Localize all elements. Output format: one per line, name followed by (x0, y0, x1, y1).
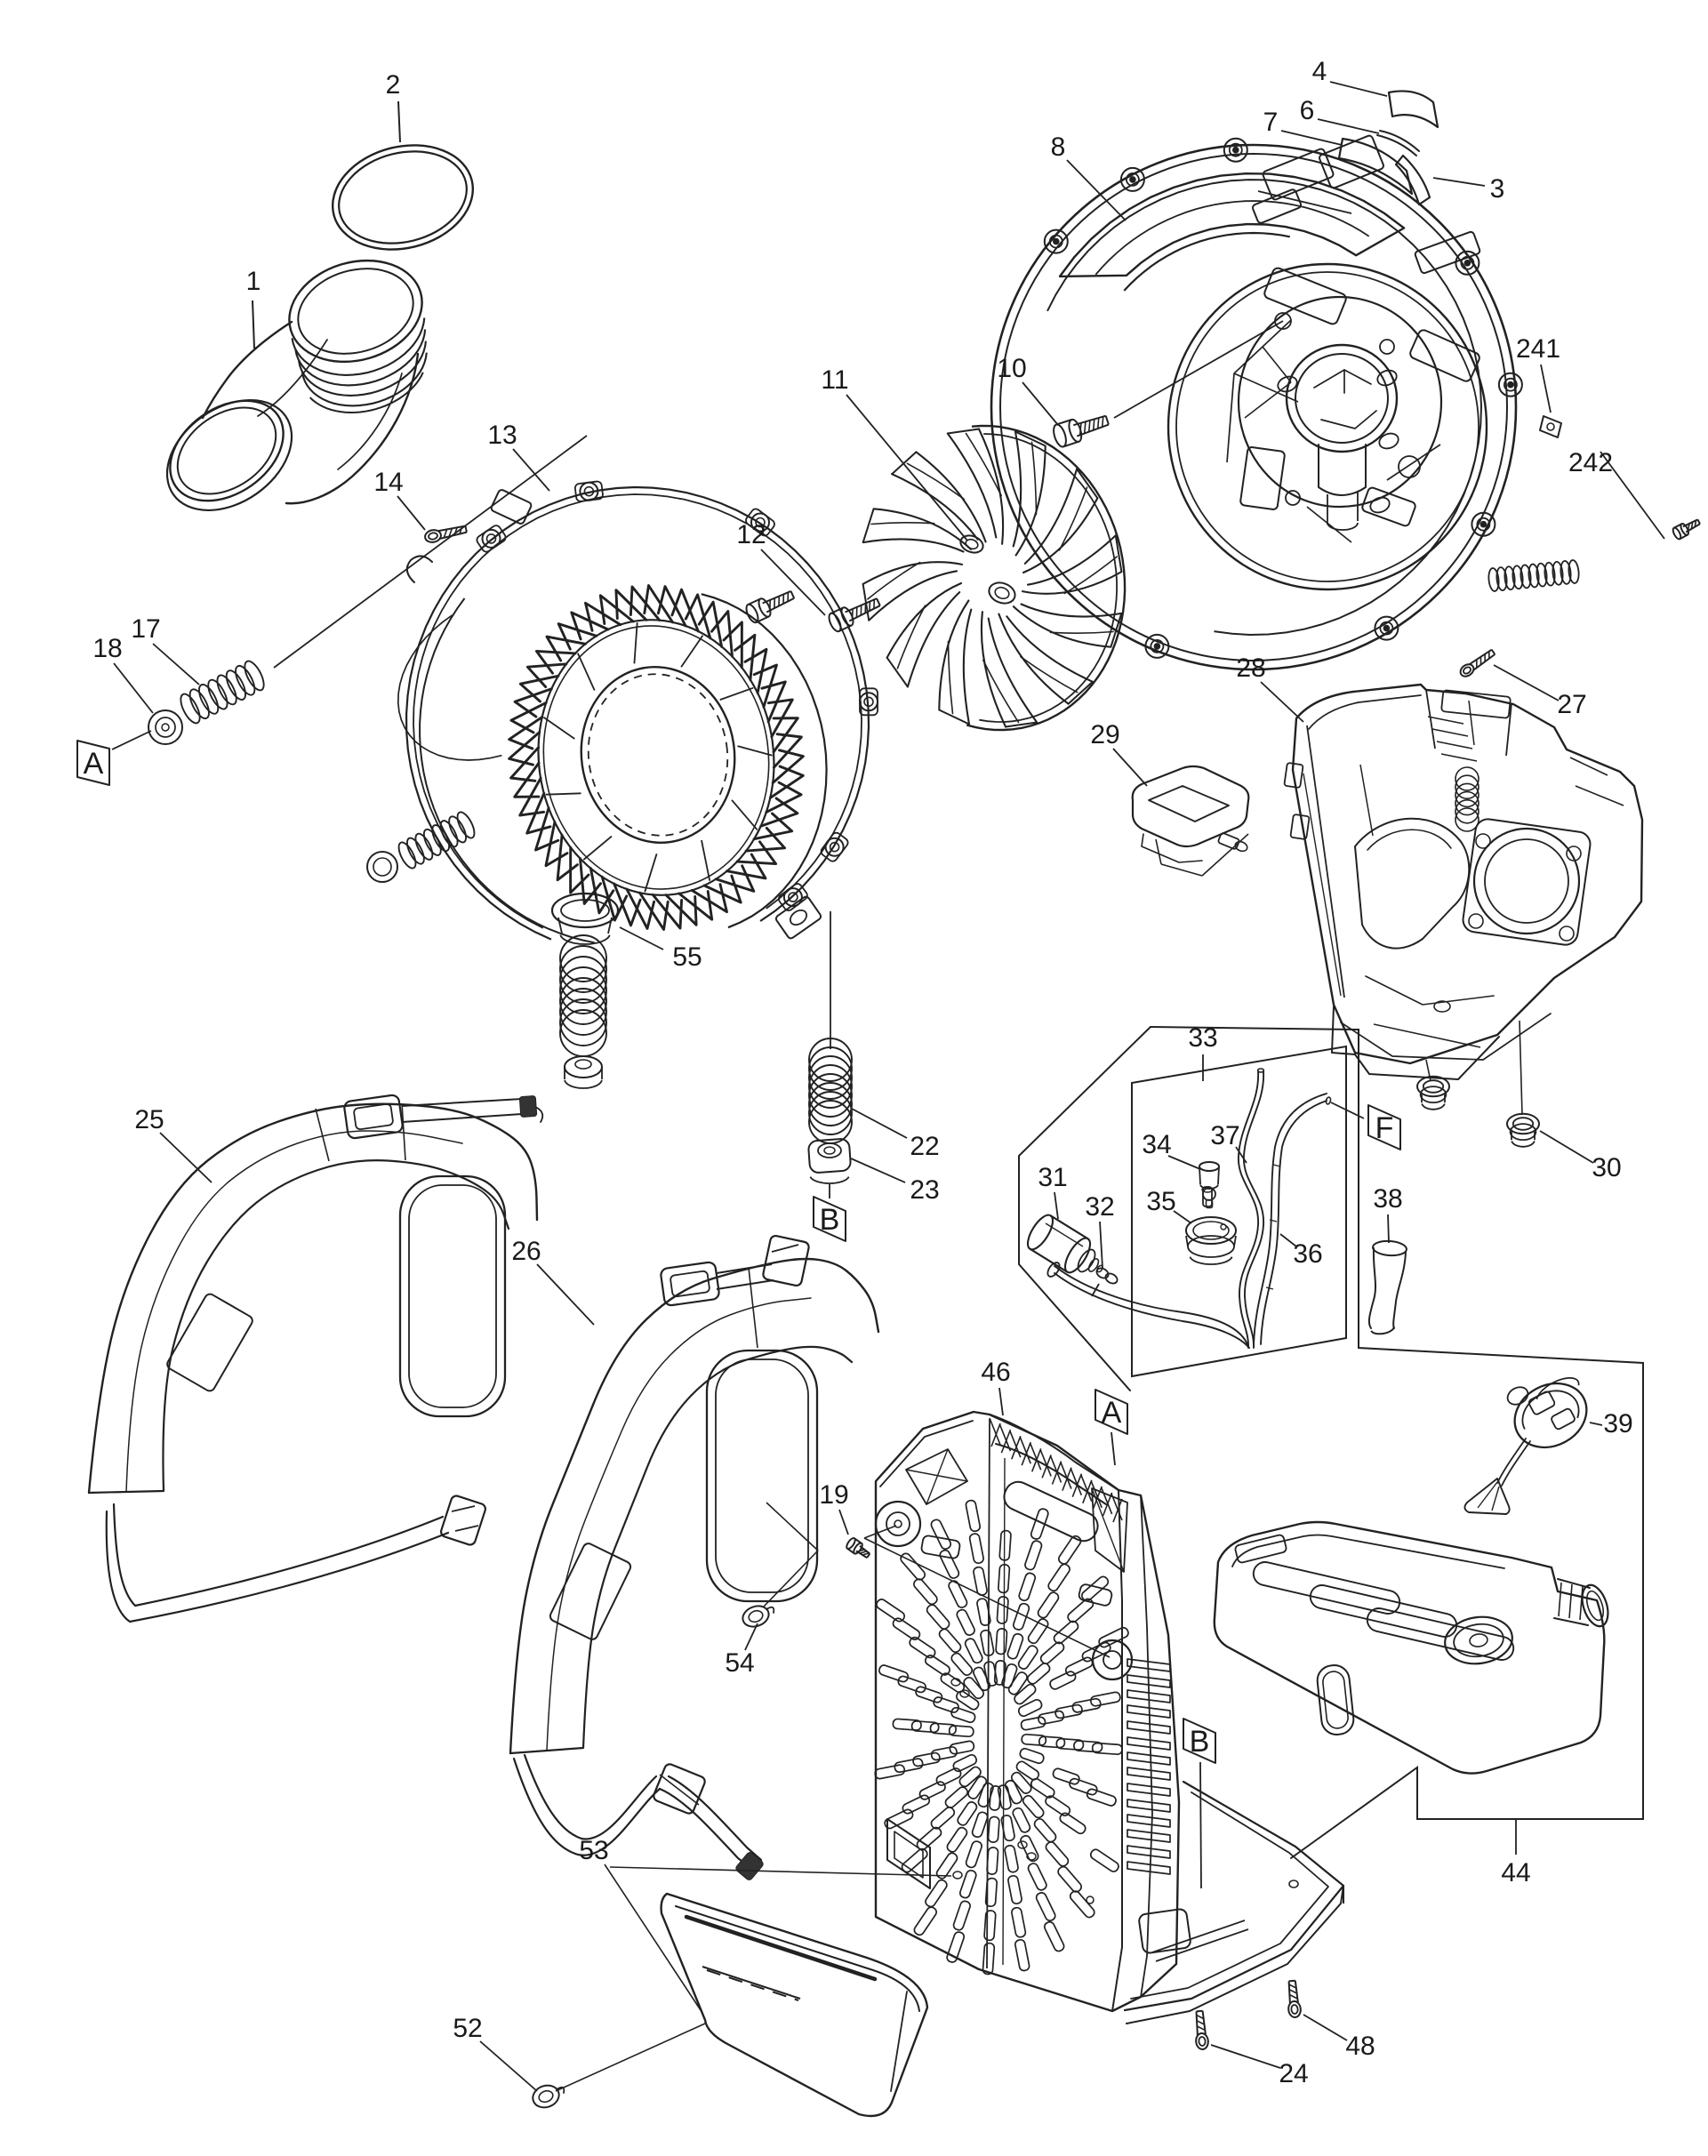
svg-text:22: 22 (910, 1132, 939, 1161)
svg-text:25: 25 (134, 1105, 164, 1134)
svg-text:B: B (1190, 1725, 1210, 1759)
svg-text:53: 53 (579, 1836, 608, 1865)
svg-text:28: 28 (1236, 653, 1265, 683)
svg-text:32: 32 (1085, 1192, 1114, 1222)
svg-text:1: 1 (246, 267, 261, 296)
svg-text:55: 55 (672, 942, 702, 972)
svg-text:38: 38 (1373, 1184, 1402, 1214)
svg-text:48: 48 (1345, 2032, 1375, 2061)
svg-text:12: 12 (736, 520, 766, 549)
svg-text:39: 39 (1603, 1409, 1632, 1439)
svg-text:F: F (1375, 1111, 1394, 1145)
svg-text:18: 18 (92, 634, 122, 663)
svg-text:46: 46 (981, 1358, 1010, 1387)
svg-text:52: 52 (453, 2014, 482, 2043)
svg-text:31: 31 (1038, 1163, 1067, 1192)
svg-text:6: 6 (1300, 96, 1315, 125)
svg-text:B: B (820, 1203, 840, 1237)
svg-text:34: 34 (1142, 1130, 1171, 1159)
svg-text:36: 36 (1293, 1239, 1322, 1269)
svg-text:54: 54 (725, 1648, 754, 1678)
svg-text:27: 27 (1557, 690, 1586, 719)
svg-text:26: 26 (511, 1237, 541, 1266)
svg-text:13: 13 (487, 421, 517, 450)
svg-text:33: 33 (1188, 1023, 1217, 1053)
svg-text:2: 2 (386, 70, 401, 100)
svg-text:3: 3 (1490, 174, 1505, 204)
svg-text:35: 35 (1146, 1187, 1175, 1216)
svg-text:24: 24 (1279, 2059, 1308, 2088)
svg-text:17: 17 (131, 614, 160, 644)
svg-text:19: 19 (819, 1480, 848, 1510)
svg-text:241: 241 (1516, 334, 1560, 364)
svg-text:8: 8 (1051, 132, 1066, 162)
svg-text:14: 14 (373, 468, 403, 497)
svg-text:37: 37 (1210, 1121, 1239, 1150)
svg-text:30: 30 (1592, 1153, 1621, 1182)
svg-text:44: 44 (1501, 1858, 1530, 1888)
svg-text:23: 23 (910, 1175, 939, 1205)
svg-text:11: 11 (821, 365, 848, 395)
svg-text:29: 29 (1090, 720, 1119, 749)
svg-text:4: 4 (1312, 57, 1327, 86)
svg-text:7: 7 (1263, 108, 1279, 137)
svg-text:A: A (84, 747, 104, 781)
svg-text:242: 242 (1568, 448, 1613, 477)
svg-text:10: 10 (997, 354, 1026, 383)
svg-text:A: A (1102, 1396, 1122, 1430)
